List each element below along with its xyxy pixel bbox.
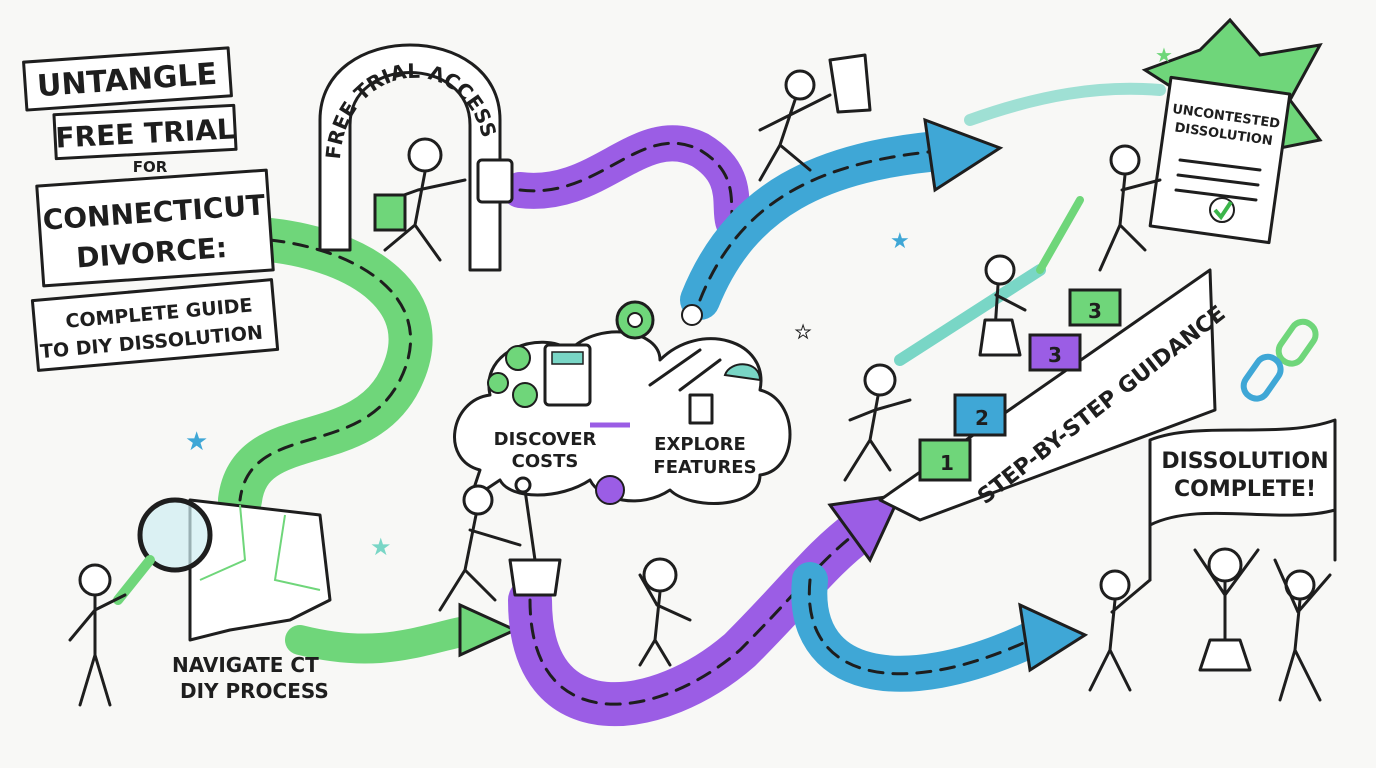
blue-arrow-bottom bbox=[791, 562, 1089, 692]
map-line-1: NAVIGATE CT bbox=[172, 653, 319, 677]
decorative-stars: ★ ★ ★ ★ ★ bbox=[185, 45, 1173, 561]
dollar-icon bbox=[487, 372, 509, 394]
teal-arrow-top-right bbox=[964, 82, 1166, 126]
cloud-right-line-2: FEATURES bbox=[653, 457, 756, 478]
clipboard-icon bbox=[688, 393, 714, 425]
gear-icon bbox=[595, 475, 625, 505]
ct-map: NAVIGATE CT DIY PROCESS bbox=[68, 497, 332, 707]
green-arrow-bottom bbox=[285, 602, 519, 664]
lever-figure bbox=[438, 476, 562, 612]
star-icon: ★ bbox=[1155, 45, 1173, 67]
step-2 bbox=[953, 393, 1007, 437]
flag-line-1: DISSOLUTION bbox=[1161, 449, 1328, 474]
step-number: 1 bbox=[940, 451, 954, 475]
completion-flag: DISSOLUTION COMPLETE! bbox=[1088, 418, 1337, 702]
title-line-3: FOR bbox=[133, 158, 168, 176]
green-road-left bbox=[218, 218, 433, 522]
purple-road-top bbox=[502, 125, 758, 248]
chain-link-icon bbox=[1240, 318, 1319, 402]
dollar-icon bbox=[512, 382, 538, 408]
star-icon: ★ bbox=[795, 322, 811, 342]
dollar-icon bbox=[505, 345, 531, 371]
cloud-sync-icon bbox=[723, 363, 762, 382]
star-icon: ★ bbox=[890, 228, 910, 253]
step-1 bbox=[918, 438, 972, 482]
star-icon: ★ bbox=[370, 535, 392, 561]
tablet-icon bbox=[476, 158, 514, 204]
step-number: 3 bbox=[1088, 299, 1102, 323]
step-3b bbox=[1068, 288, 1122, 327]
runner-with-scroll bbox=[758, 53, 872, 182]
map-line-2: DIY PROCESS bbox=[180, 679, 329, 703]
gear-icon bbox=[681, 304, 703, 326]
free-trial-arch: FREE TRIAL ACCESS bbox=[318, 43, 514, 272]
step-3a bbox=[1028, 333, 1082, 372]
cloud-right-line-1: EXPLORE bbox=[654, 434, 746, 455]
thinking-figure bbox=[638, 557, 692, 667]
blue-arrow-top bbox=[680, 117, 1004, 320]
wrench-icon bbox=[648, 348, 722, 392]
uncontested-document: UNCONTESTED DISSOLUTION bbox=[1098, 17, 1323, 272]
magnifier-icon bbox=[137, 497, 213, 573]
cloud-left-line-2: COSTS bbox=[512, 451, 579, 472]
title-banner: UNTANGLE FREE TRIAL FOR CONNECTICUT DIVO… bbox=[22, 46, 280, 372]
thought-cloud: DISCOVER COSTS EXPLORE FEATURES bbox=[453, 300, 792, 505]
flag-line-2: COMPLETE! bbox=[1174, 477, 1316, 502]
cloud-left-line-1: DISCOVER bbox=[494, 429, 597, 450]
star-icon: ★ bbox=[185, 427, 208, 456]
step-number: 3 bbox=[1048, 343, 1062, 367]
step-number: 2 bbox=[975, 406, 989, 430]
